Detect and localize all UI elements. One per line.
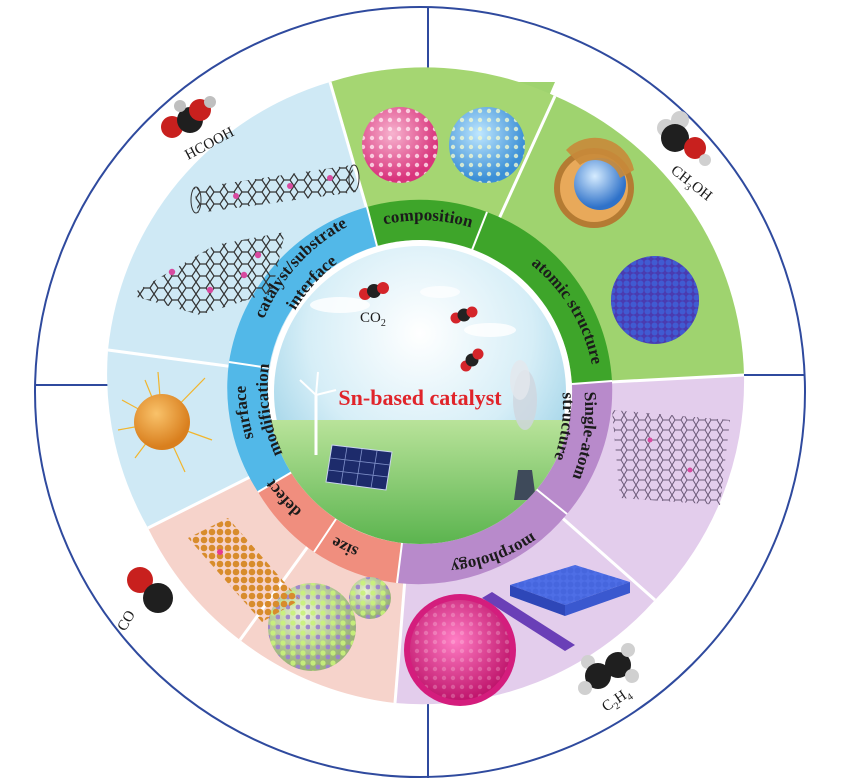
- composition-sphere-blue: [449, 107, 525, 183]
- co2-molecule-1: [359, 282, 389, 300]
- composition-sphere-pink: [362, 107, 438, 183]
- nanorod: [482, 592, 575, 651]
- co2-label: CO2: [360, 310, 386, 329]
- band-separators: [228, 206, 613, 584]
- urchin-particle: [404, 594, 516, 706]
- graphene-sheet: [130, 232, 285, 315]
- chimney: [510, 360, 537, 500]
- core-shell-particle: [554, 137, 634, 228]
- co2-molecule-3: [460, 348, 484, 372]
- co2-molecule-2: [450, 306, 478, 324]
- hcooh-molecule: [161, 96, 216, 138]
- nanoplate: [510, 565, 630, 616]
- ligand-particle: [117, 371, 213, 473]
- defect-lattice: [188, 518, 300, 622]
- ch3oh-molecule: [657, 111, 711, 166]
- solar-panel: [325, 444, 393, 491]
- carbon-nanotube: [190, 164, 360, 214]
- single-atom-sheet: [612, 410, 730, 505]
- outer-dividers: [35, 7, 805, 778]
- size-particle-small: [349, 577, 391, 619]
- c2h4-molecule: [578, 643, 639, 695]
- wind-turbine: [299, 371, 337, 455]
- layered-sphere: [611, 256, 699, 344]
- center-title: Sn-based catalyst: [338, 385, 502, 410]
- category-band: [227, 199, 613, 585]
- co-molecule: [127, 567, 173, 613]
